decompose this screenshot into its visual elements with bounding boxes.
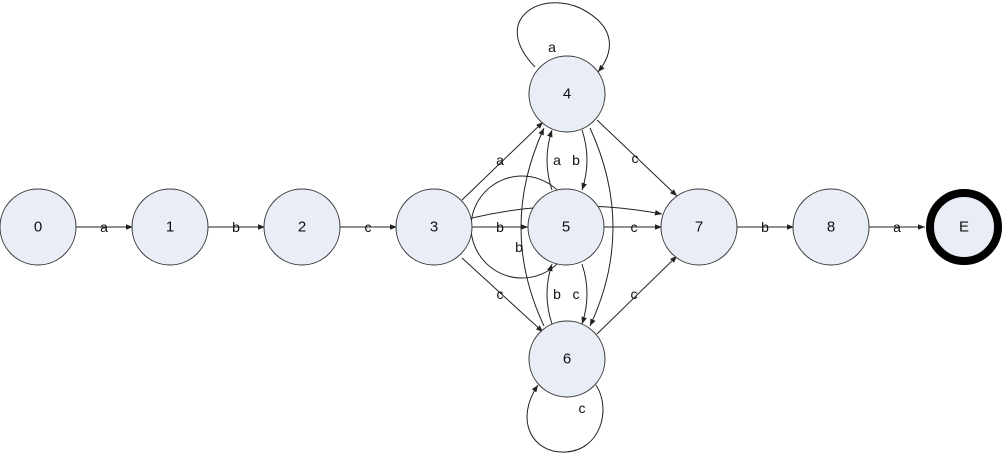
node-0: 0 (0, 188, 77, 266)
edge-label-2-3: c (365, 219, 372, 235)
edge-6-5 (546, 263, 553, 325)
edge-label-3-5: b (496, 219, 504, 235)
edge-6-7 (596, 255, 678, 335)
edge-label-loop-5-b: b (515, 239, 523, 255)
node-label-6: 6 (563, 351, 571, 368)
node-7: 7 (660, 188, 738, 266)
node-6: 6 (528, 320, 606, 398)
node-label-3: 3 (430, 219, 438, 236)
node-3: 3 (395, 188, 473, 266)
edge-5-6 (581, 263, 588, 325)
edge-label-6-5: b (553, 286, 561, 302)
nodes: 0 1 2 3 4 5 6 7 (0, 55, 1002, 398)
node-4: 4 (528, 55, 606, 133)
edge-4-5 (581, 129, 588, 191)
edge-loop-6 (526, 384, 604, 453)
node-5: 5 (527, 188, 605, 266)
edge-label-1-2: b (232, 219, 240, 235)
edge-label-5-6: c (573, 286, 580, 302)
node-label-7: 7 (695, 219, 703, 236)
edge-5-4 (546, 129, 553, 191)
edge-label-4-5: b (572, 152, 580, 168)
edge-loop-4 (516, 2, 610, 73)
edge-label-3-6: c (497, 286, 504, 302)
node-label-8: 8 (827, 219, 835, 236)
node-label-2: 2 (298, 219, 306, 236)
node-label-4: 4 (563, 86, 571, 103)
node-2: 2 (263, 188, 341, 266)
edge-label-5-7: c (631, 219, 638, 235)
edge-label-6-7: c (631, 286, 638, 302)
edge-label-3-4: a (496, 152, 504, 168)
node-label-0: 0 (34, 219, 42, 236)
edge-3-6 (461, 257, 544, 333)
edge-label-7-8: b (761, 219, 769, 235)
edge-6-4 (520, 127, 545, 327)
node-E-final: E (926, 189, 1002, 265)
edge-4-7 (596, 119, 678, 197)
edge-label-4-7: c (632, 150, 639, 166)
node-8: 8 (792, 188, 870, 266)
edge-label-loop-4: a (548, 39, 556, 55)
edge-label-5-4: a (553, 152, 561, 168)
edge-label-loop-6: c (579, 400, 586, 416)
node-label-5: 5 (562, 219, 570, 236)
edge-label-0-1: a (100, 219, 108, 235)
edge-3-4 (461, 121, 544, 201)
node-label-1: 1 (166, 219, 174, 236)
edge-label-8-E: a (893, 219, 901, 235)
node-1: 1 (131, 188, 209, 266)
node-label-E: E (959, 219, 969, 236)
